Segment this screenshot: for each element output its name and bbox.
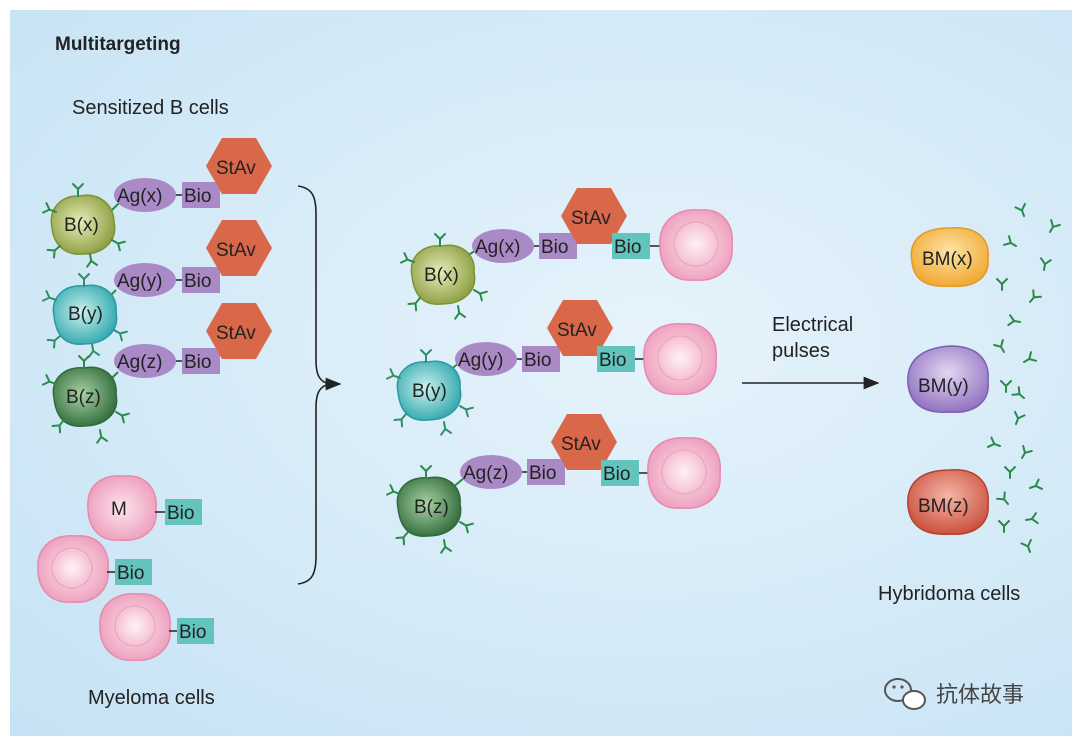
watermark: 抗体故事 — [884, 678, 1024, 710]
complex-z: B(z) Ag(z) Bio StAv Bio — [386, 414, 721, 554]
complex-y-bio-label: Bio — [524, 350, 551, 371]
complex-z-bio2-label: Bio — [603, 464, 630, 485]
arrow-label-line-2: pulses — [772, 340, 830, 362]
biotin-y — [182, 267, 220, 293]
grouping-brace — [297, 185, 331, 585]
complex-x-bcell-label: B(x) — [424, 265, 459, 286]
antigen-z — [114, 344, 176, 378]
complex-x-bio-label: Bio — [541, 237, 568, 258]
complex-z-antigen-label: Ag(z) — [463, 463, 508, 484]
antigen-y-label: Ag(y) — [117, 271, 162, 292]
antigen-y — [114, 263, 176, 297]
b-cell-y-group: B(y) Ag(y) Bio StAv — [42, 220, 272, 358]
complex-y-bcell-label: B(y) — [412, 381, 447, 402]
watermark-text: 抗体故事 — [936, 683, 1024, 708]
secreted-antibodies — [986, 202, 1061, 553]
biotin-myeloma-2-label: Bio — [117, 563, 144, 584]
bm-y-label: BM(y) — [918, 376, 969, 397]
streptavidin-y-label: StAv — [216, 240, 256, 261]
arrow-label-line-1: Electrical — [772, 314, 853, 336]
myeloma-cell-2: Bio — [37, 535, 152, 603]
complex-z-bio-label: Bio — [529, 463, 556, 484]
wechat-icon — [884, 678, 926, 710]
biotin-myeloma-3 — [177, 618, 214, 644]
complex-x: B(x) Ag(x) Bio StAv Bio — [400, 188, 733, 320]
complex-x-stav-label: StAv — [571, 208, 611, 229]
b-cell-y: B(y) — [42, 273, 128, 358]
bm-x-label: BM(x) — [922, 249, 973, 270]
biotin-z-label: Bio — [184, 352, 211, 373]
complex-x-antigen-label: Ag(x) — [475, 237, 520, 258]
antigen-x-label: Ag(x) — [117, 186, 162, 207]
biotin-x — [182, 182, 220, 208]
b-cell-z: B(z) — [42, 355, 130, 444]
b-cell-x-label: B(x) — [64, 215, 99, 236]
streptavidin-x-label: StAv — [216, 158, 256, 179]
complex-x-bio2-label: Bio — [614, 237, 641, 258]
streptavidin-z-label: StAv — [216, 323, 256, 344]
myeloma-section-label: Myeloma cells — [88, 687, 215, 709]
biotin-m — [165, 499, 202, 525]
biotin-m-label: Bio — [167, 503, 194, 524]
b-cell-x: B(x) — [42, 183, 126, 268]
biotin-y-label: Bio — [184, 271, 211, 292]
biotin-z — [182, 348, 220, 374]
complex-y-stav-label: StAv — [557, 320, 597, 341]
complex-y-bio2-label: Bio — [599, 350, 626, 371]
hybridoma-bm-z: BM(z) — [907, 469, 989, 535]
hybridoma-bm-y: BM(y) — [907, 345, 989, 413]
antigen-z-label: Ag(z) — [117, 352, 162, 373]
biotin-myeloma-3-label: Bio — [179, 622, 206, 643]
antigen-x — [114, 178, 176, 212]
complex-y-antigen-label: Ag(y) — [458, 350, 503, 371]
biotin-x-label: Bio — [184, 186, 211, 207]
hybridoma-section-label: Hybridoma cells — [878, 583, 1020, 605]
figure-title: Multitargeting — [55, 34, 181, 55]
b-cell-z-group: B(z) Ag(z) Bio StAv — [42, 303, 272, 444]
myeloma-cell-m: M Bio — [87, 475, 202, 541]
b-cell-x-group: B(x) Ag(x) Bio StAv — [42, 138, 272, 268]
bm-z-label: BM(z) — [918, 496, 969, 517]
complex-z-stav-label: StAv — [561, 434, 601, 455]
complex-y: B(y) Ag(y) Bio StAv Bio — [386, 300, 717, 436]
b-cell-y-label: B(y) — [68, 304, 103, 325]
biotin-myeloma-2 — [115, 559, 152, 585]
b-cell-z-label: B(z) — [66, 387, 101, 408]
myeloma-cell-3: Bio — [99, 593, 214, 661]
myeloma-m-label: M — [111, 499, 127, 520]
b-cells-section-label: Sensitized B cells — [72, 97, 229, 119]
hybridoma-bm-x: BM(x) — [910, 227, 989, 288]
complex-z-bcell-label: B(z) — [414, 497, 449, 518]
